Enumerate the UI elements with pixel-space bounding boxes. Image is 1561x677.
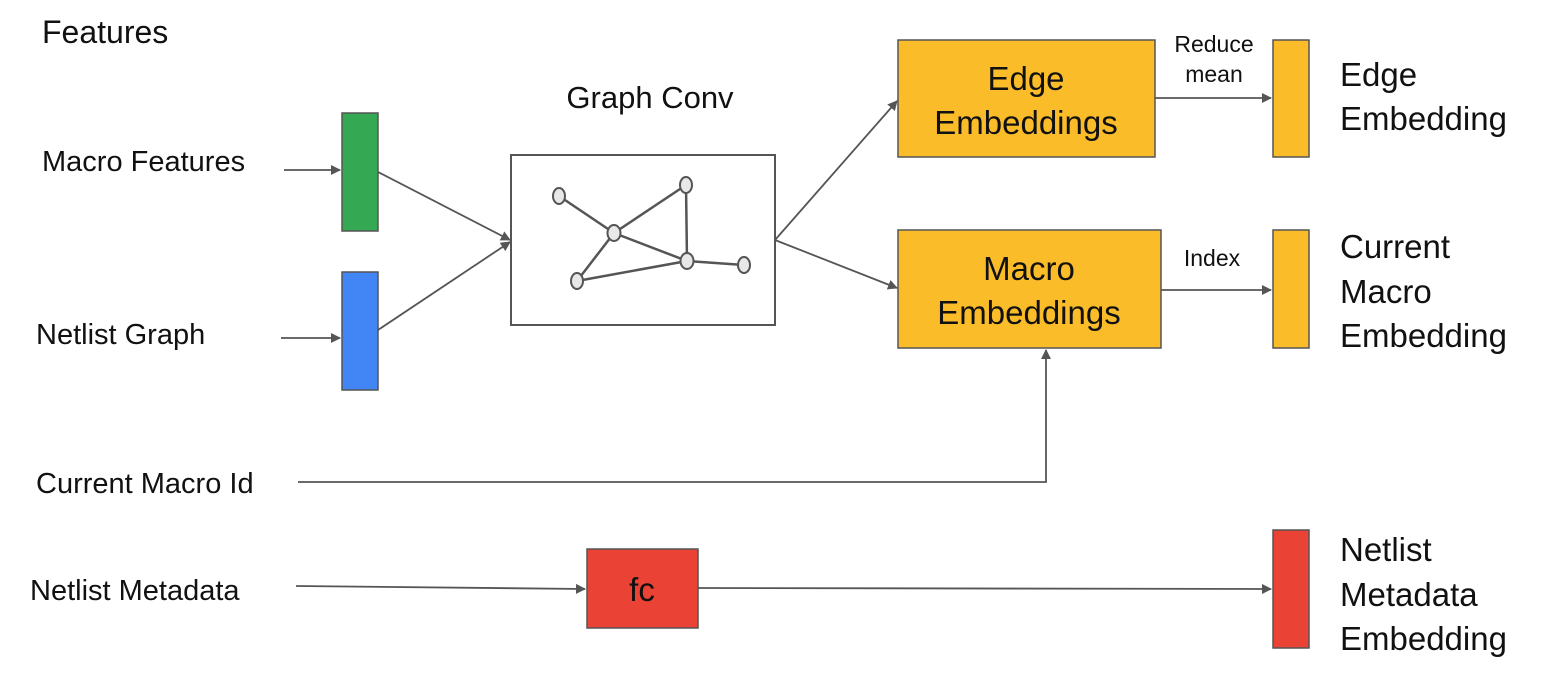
- fc-block: [586, 548, 699, 629]
- current-macro-id-label: Current Macro Id: [36, 468, 254, 500]
- reduce-mean-line2: mean: [1185, 61, 1243, 87]
- arrow-metadata-to-fc: [295, 583, 586, 594]
- macro-embeddings-block: [897, 229, 1162, 349]
- edge-embedding-bar: [1272, 39, 1310, 158]
- macro-embeddings-line2: Embeddings: [937, 294, 1120, 331]
- netlist-graph-label: Netlist Graph: [36, 319, 205, 351]
- arrow-green-to-conv: [377, 171, 511, 241]
- macro-features-label: Macro Features: [42, 146, 245, 178]
- edge-embedding-line1: Edge: [1340, 56, 1417, 93]
- reduce-mean-line1: Reduce: [1174, 31, 1253, 57]
- title: Features: [42, 14, 168, 50]
- edge-embedding-line2: Embedding: [1340, 100, 1507, 137]
- current-macro-embedding-line3: Embedding: [1340, 317, 1507, 354]
- graph-conv-box: [510, 154, 776, 326]
- current-macro-embedding-line2: Macro: [1340, 273, 1432, 310]
- graph-conv-label: Graph Conv: [566, 80, 734, 115]
- edge-embeddings-line1: Edge: [987, 60, 1064, 97]
- netlist-metadata-label: Netlist Metadata: [30, 575, 240, 607]
- netlist-graph-bar: [341, 271, 379, 391]
- netlist-metadata-embedding-line3: Embedding: [1340, 620, 1507, 657]
- arrow-conv-to-macro: [774, 239, 898, 290]
- macro-features-bar: [341, 112, 379, 232]
- edge-embeddings-line2: Embeddings: [934, 104, 1117, 141]
- index-label: Index: [1184, 245, 1241, 271]
- macro-embeddings-line1: Macro: [983, 250, 1075, 287]
- current-macro-embedding-bar: [1272, 229, 1310, 349]
- netlist-metadata-embedding-line2: Metadata: [1340, 576, 1478, 613]
- arrow-blue-to-conv: [377, 241, 511, 331]
- graph-icon: [552, 176, 751, 290]
- arrow-macro-id-to-macro-embeddings: [298, 349, 1051, 483]
- arrow-fc-to-output: [697, 583, 1272, 594]
- netlist-metadata-embedding-line1: Netlist: [1340, 531, 1432, 568]
- current-macro-embedding-line1: Current: [1340, 228, 1450, 265]
- arrow-conv-to-edge: [774, 100, 898, 241]
- fc-label: fc: [629, 571, 655, 608]
- netlist-metadata-embedding-bar: [1272, 529, 1310, 649]
